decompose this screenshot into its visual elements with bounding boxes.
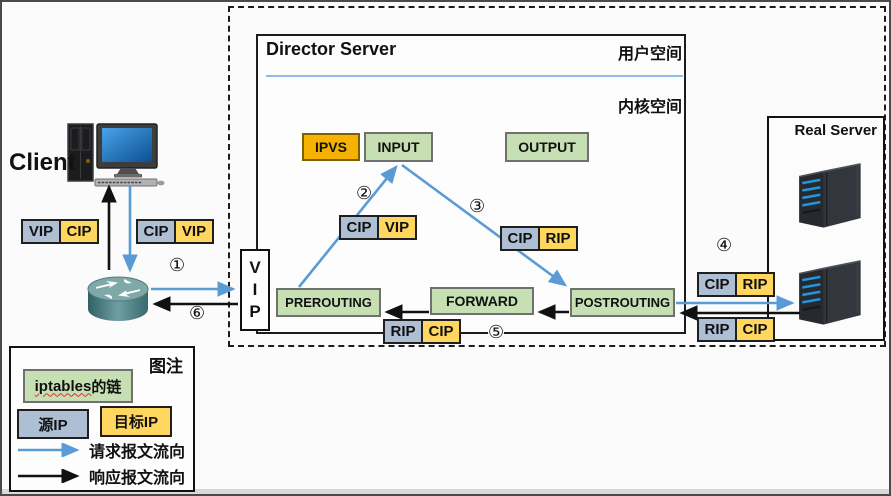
prerouting-chain-box: PREROUTING	[276, 288, 381, 317]
packet-src: VIP	[21, 219, 61, 244]
step-3-badge: ③	[469, 196, 486, 216]
user-space-label: 用户空间	[617, 46, 682, 63]
vip-letter: I	[252, 279, 258, 299]
bottom-strip	[2, 489, 889, 494]
packet-src: RIP	[697, 317, 737, 342]
packet-dst: CIP	[735, 317, 775, 342]
client-computer-icon	[67, 123, 165, 187]
legend-response-row: 响应报文流向	[15, 464, 185, 488]
step-2-badge: ②	[356, 183, 373, 203]
vip-letter: V	[249, 257, 261, 277]
vip-letter: P	[249, 302, 261, 322]
router-icon	[87, 276, 149, 321]
legend-request-row: 请求报文流向	[15, 438, 185, 462]
packet-dst: VIP	[377, 215, 417, 240]
response-flow-arrow-sample	[18, 469, 80, 483]
legend-dest-ip-swatch: 目标IP	[100, 406, 172, 437]
output-chain-box: OUTPUT	[505, 132, 589, 162]
packet-src: CIP	[500, 226, 540, 251]
packet-dst: RIP	[735, 272, 775, 297]
packet-src: CIP	[339, 215, 379, 240]
packet-dst: VIP	[174, 219, 214, 244]
client-label: Client	[9, 149, 76, 176]
legend-source-ip-swatch: 源IP	[17, 409, 89, 439]
kernel-space-label: 内核空间	[617, 99, 682, 116]
vip-interface-box: V I P	[240, 249, 270, 331]
step-4-badge: ④	[716, 235, 733, 255]
packet-label-step3: CIP RIP	[500, 226, 578, 251]
packet-label-server-response: RIP CIP	[697, 317, 775, 342]
packet-label-step5: RIP CIP	[383, 319, 461, 344]
packet-label-step4: CIP RIP	[697, 272, 775, 297]
packet-dst: RIP	[538, 226, 578, 251]
ipvs-box: IPVS	[302, 133, 360, 161]
input-chain-box: INPUT	[364, 132, 433, 162]
step-1-badge: ①	[169, 255, 186, 275]
packet-label-request-client: CIP VIP	[136, 219, 214, 244]
legend-response-label: 响应报文流向	[89, 470, 186, 487]
legend-chain-en: iptables	[34, 377, 92, 395]
real-server-icon	[798, 163, 861, 228]
packet-label-step2: CIP VIP	[339, 215, 417, 240]
forward-chain-box: FORWARD	[430, 287, 534, 315]
step-5-badge: ⑤	[488, 322, 505, 342]
packet-src: CIP	[136, 219, 176, 244]
legend-title: 图注	[149, 357, 183, 376]
packet-dst: CIP	[421, 319, 461, 344]
real-server-icon	[798, 260, 861, 325]
director-server-title: Director Server	[266, 39, 397, 59]
director-outer-dashed-box	[228, 6, 886, 347]
postrouting-chain-box: POSTROUTING	[570, 288, 675, 317]
real-server-title: Real Server	[794, 122, 877, 139]
user-kernel-divider-line	[266, 75, 683, 77]
packet-src: CIP	[697, 272, 737, 297]
packet-src: RIP	[383, 319, 423, 344]
packet-dst: CIP	[59, 219, 99, 244]
step-6-badge: ⑥	[189, 303, 206, 323]
legend-request-label: 请求报文流向	[89, 444, 186, 461]
packet-label-response-client: VIP CIP	[21, 219, 99, 244]
legend-chain-zh: 的链	[91, 378, 122, 396]
request-flow-arrow-sample	[18, 443, 80, 457]
